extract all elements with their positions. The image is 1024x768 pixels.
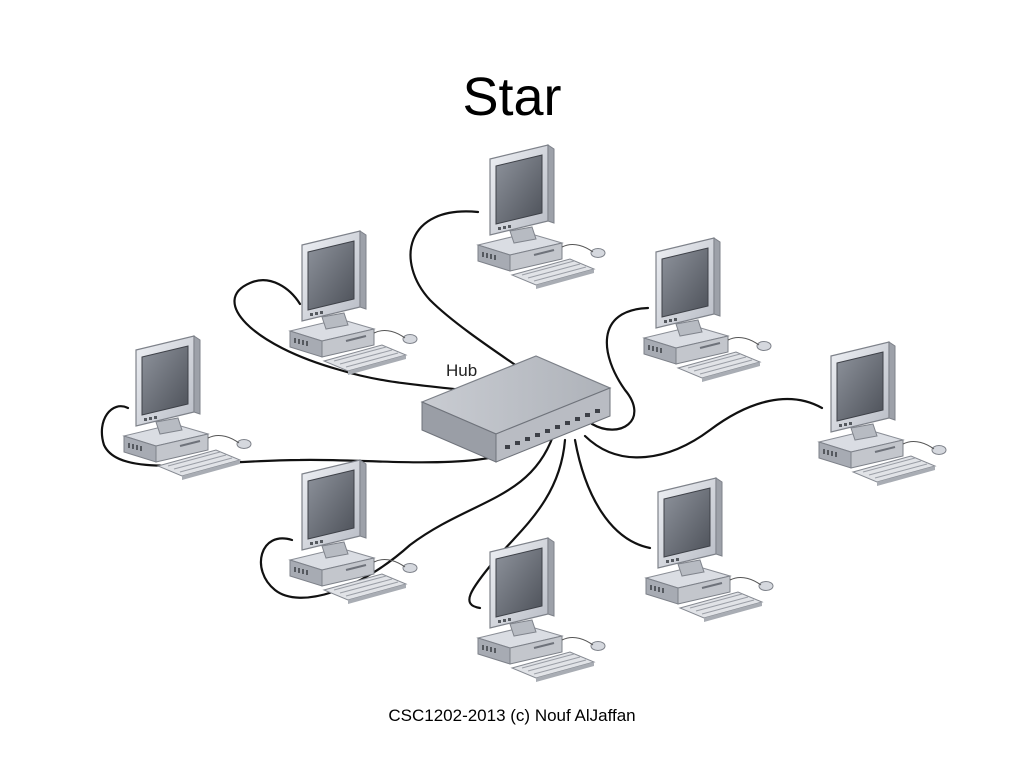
computer-top <box>477 144 606 290</box>
network-hub: Hub <box>420 355 612 463</box>
hub-label: Hub <box>446 361 477 380</box>
slide-footer: CSC1202-2013 (c) Nouf AlJaffan <box>388 706 636 725</box>
hub-ports <box>505 409 600 449</box>
cable-to-right-computer <box>583 397 824 459</box>
computer-left <box>123 335 252 481</box>
computer-upper-right <box>643 237 772 383</box>
computer-lower-left <box>289 459 418 605</box>
computer-lower-right <box>645 477 774 623</box>
cable-to-lower-right-computer <box>573 438 652 550</box>
computer-right <box>818 341 947 487</box>
computer-upper-left <box>289 230 418 376</box>
slide-title: Star <box>462 67 562 127</box>
cable-to-upper-right-computer <box>590 306 650 431</box>
computer-bottom <box>477 537 606 683</box>
